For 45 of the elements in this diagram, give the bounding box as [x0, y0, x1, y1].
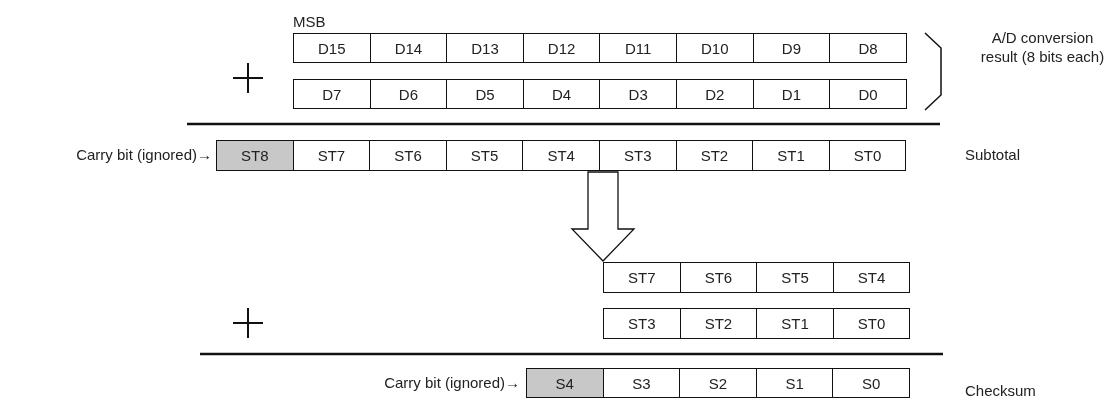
bit-cell: D2: [676, 79, 754, 109]
bit-cell: D13: [446, 33, 524, 63]
hollow-arrow: [570, 171, 636, 262]
bit-cell: ST5: [756, 262, 834, 293]
bit-cell: ST4: [832, 262, 911, 293]
bit-cell: D15: [293, 33, 371, 63]
bit-cell: ST3: [599, 140, 677, 171]
bit-cell: D8: [829, 33, 907, 63]
bit-cell: S0: [832, 368, 910, 398]
bit-cell: ST3: [603, 308, 681, 339]
bit-cell: ST2: [679, 308, 758, 339]
bit-cell: ST7: [292, 140, 371, 171]
bit-cell: D4: [522, 79, 601, 109]
bit-cell: D12: [522, 33, 601, 63]
carry-bit-cell: S4: [526, 368, 604, 398]
bit-cell: ST4: [522, 140, 600, 171]
bit-cell: ST1: [756, 308, 834, 339]
callout-text: Carry bit (ignored)→: [76, 146, 212, 165]
bit-cell: ST6: [369, 140, 447, 171]
bit-cell: ST7: [603, 262, 681, 293]
row-label: Checksum: [965, 382, 1036, 401]
bit-cell: ST0: [832, 308, 911, 339]
bit-cell: ST6: [679, 262, 758, 293]
bit-cell: ST1: [752, 140, 830, 171]
bit-cell: D11: [599, 33, 677, 63]
bit-cell: D6: [369, 79, 448, 109]
carry-bit-cell: ST8: [216, 140, 294, 171]
msb-label: MSB: [293, 13, 326, 32]
bit-cell: D0: [829, 79, 907, 109]
bit-cell: ST2: [675, 140, 754, 171]
bit-cell: S1: [755, 368, 834, 398]
bit-cell: D10: [676, 33, 754, 63]
note-text: A/D conversion result (8 bits each): [979, 29, 1106, 67]
bit-cell: S3: [602, 368, 681, 398]
bit-cell: ST0: [828, 140, 907, 171]
bit-cell: S2: [679, 368, 757, 398]
bit-cell: D1: [752, 79, 831, 109]
bit-cell: ST5: [445, 140, 524, 171]
callout-text: Carry bit (ignored)→: [384, 374, 520, 393]
bit-cell: D7: [293, 79, 371, 109]
bit-cell: D5: [446, 79, 524, 109]
row-label: Subtotal: [965, 146, 1021, 165]
bit-cell: D3: [599, 79, 677, 109]
bit-cell: D9: [752, 33, 831, 63]
bit-cell: D14: [369, 33, 448, 63]
